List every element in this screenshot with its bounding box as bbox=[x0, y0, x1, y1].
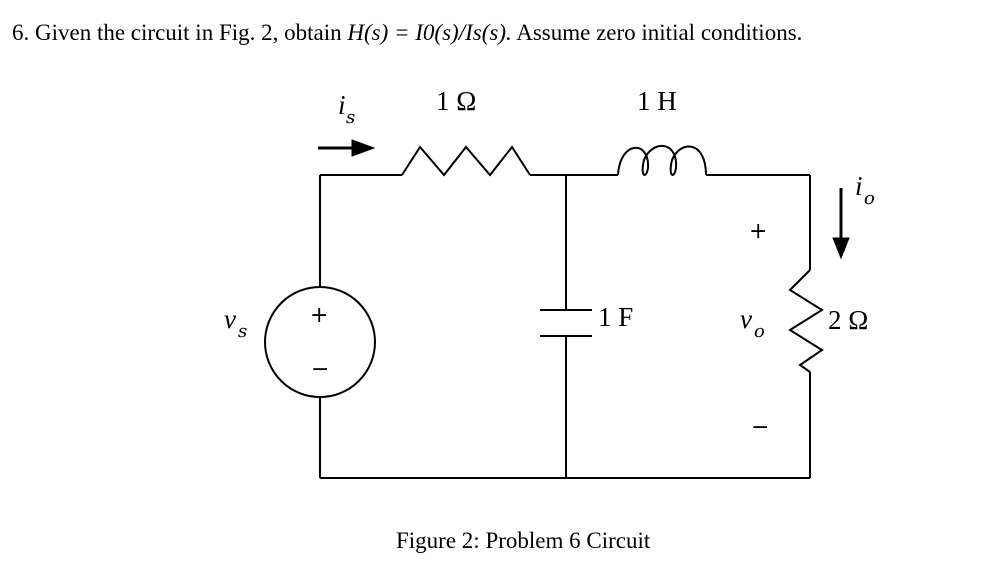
io-label: i bbox=[855, 171, 863, 201]
current-arrow-is bbox=[318, 139, 376, 157]
inductor-value: 1 H bbox=[637, 86, 677, 116]
vo-label-subscript: o bbox=[754, 321, 765, 342]
io-label-subscript: o bbox=[864, 188, 875, 209]
voltage-source bbox=[264, 286, 376, 398]
problem-text-after: Assume zero initial conditions. bbox=[516, 20, 803, 45]
resistor-2-value: 2 Ω bbox=[828, 305, 868, 335]
problem-expression: H(s) = I0(s)/Is(s). bbox=[347, 20, 512, 45]
current-arrow-io bbox=[832, 188, 850, 260]
vo-minus-sign: − bbox=[751, 415, 769, 440]
inductor bbox=[617, 144, 707, 176]
source-label-subscript: s bbox=[238, 321, 247, 342]
resistor-1 bbox=[401, 145, 531, 177]
resistor-1-value: 1 Ω bbox=[436, 86, 476, 116]
problem-statement: 6. Given the circuit in Fig. 2, obtain H… bbox=[12, 20, 802, 46]
source-plus-sign: + bbox=[310, 303, 328, 328]
figure-caption: Figure 2: Problem 6 Circuit bbox=[396, 528, 651, 553]
source-label: v bbox=[224, 304, 236, 334]
source-minus-sign: − bbox=[311, 357, 329, 382]
vo-plus-sign: + bbox=[749, 219, 767, 244]
resistor-2 bbox=[788, 269, 824, 373]
capacitor-value: 1 F bbox=[598, 302, 633, 332]
current-is-subscript: s bbox=[346, 107, 355, 128]
problem-number: 6. bbox=[12, 20, 30, 45]
current-is-label: i bbox=[338, 90, 346, 120]
vo-label: v bbox=[740, 304, 752, 334]
problem-text-before: Given the circuit in Fig. 2, obtain bbox=[35, 20, 342, 45]
